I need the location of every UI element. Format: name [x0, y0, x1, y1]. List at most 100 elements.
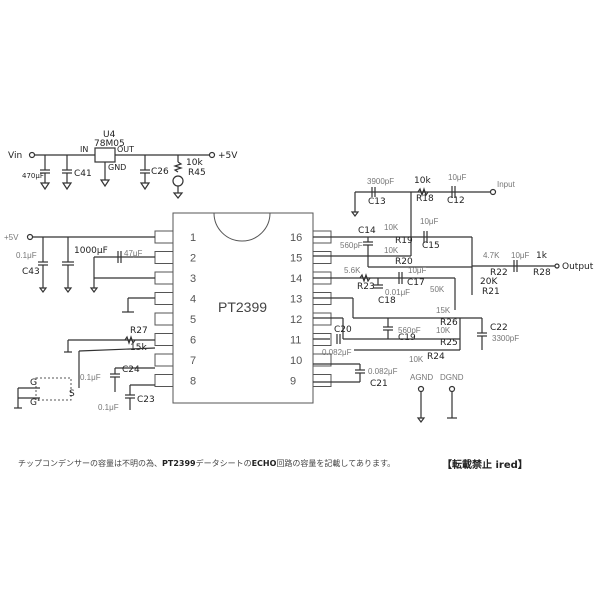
svg-text:DGND: DGND [440, 373, 464, 382]
svg-text:10μF: 10μF [511, 251, 530, 260]
chip-body [172, 212, 314, 404]
svg-text:560pF: 560pF [340, 241, 363, 250]
svg-text:C18: C18 [378, 296, 396, 306]
pin-number: 16 [290, 232, 302, 244]
led-icon [172, 175, 184, 187]
resistor-r45-led: 10k R45 [172, 155, 206, 199]
svg-text:C20: C20 [334, 325, 352, 335]
svg-text:C43: C43 [22, 267, 40, 277]
svg-text:R45: R45 [188, 168, 206, 178]
pin-number: 3 [190, 273, 196, 285]
svg-text:GND: GND [108, 163, 126, 172]
pin-number: 13 [290, 294, 302, 306]
chip-pin-15: 15 [290, 251, 332, 265]
svg-text:C12: C12 [447, 196, 465, 206]
pin-number: 5 [190, 314, 196, 326]
svg-text:C41: C41 [74, 169, 92, 179]
svg-text:R22: R22 [490, 268, 508, 278]
svg-text:10K: 10K [436, 326, 451, 335]
svg-text:15K: 15K [436, 306, 451, 315]
svg-text:10μF: 10μF [448, 173, 467, 182]
capacitor-c41: C41 [61, 155, 92, 191]
svg-text:R26: R26 [440, 318, 458, 328]
svg-text:560pF: 560pF [398, 326, 421, 335]
pin-number: 1 [190, 232, 196, 244]
svg-text:G: G [30, 378, 37, 388]
svg-text:C23: C23 [137, 395, 155, 405]
feedback-section: C14 560pF 10K R19 10K R20 10μF C15 5.6K … [313, 217, 500, 310]
clock-section: R27 15k G G' S 0.1μF C24 0.1μF C23 [14, 326, 156, 412]
regulator-section: Vin U4 78M05 IN OUT GND +5V 470μF C41 [8, 130, 238, 199]
vin-terminal [28, 151, 36, 159]
svg-text:0.1μF: 0.1μF [80, 373, 101, 382]
chip-pin-1: 1 [154, 230, 196, 244]
svg-text:10k: 10k [186, 158, 203, 168]
chip-pin-11: 11 [290, 333, 332, 347]
chip-pin-3: 3 [154, 271, 196, 285]
input-section: 3900pF C13 10k R18 10μF C12 Input [350, 173, 516, 237]
pin-number: 4 [190, 294, 196, 306]
svg-text:R19: R19 [395, 236, 413, 246]
svg-text:R23: R23 [357, 282, 375, 292]
pin-number: 12 [290, 314, 302, 326]
chip-name: PT2399 [218, 299, 267, 315]
svg-text:470μF: 470μF [22, 172, 44, 180]
pin-number: 14 [290, 273, 302, 285]
svg-text:C21: C21 [370, 379, 388, 389]
svg-text:0.082μF: 0.082μF [322, 348, 352, 357]
svg-text:G': G' [30, 398, 39, 408]
u4-part: 78M05 [94, 139, 125, 149]
svg-text:C26: C26 [151, 167, 169, 177]
svg-text:Input: Input [497, 180, 516, 189]
svg-text:R20: R20 [395, 257, 413, 267]
svg-text:C22: C22 [490, 323, 508, 333]
chip-pin-13: 13 [290, 292, 332, 306]
svg-text:10K: 10K [409, 355, 424, 364]
svg-text:0.1μF: 0.1μF [98, 403, 119, 412]
copyright-notice: 【転載禁止 ired】 [442, 460, 528, 471]
resistor-r27 [124, 335, 136, 345]
svg-text:C19: C19 [398, 333, 416, 343]
pin-number: 15 [290, 253, 302, 265]
svg-text:C14: C14 [358, 226, 376, 236]
svg-text:R21: R21 [482, 287, 500, 297]
supply-section: +5V 0.1μF C43 1000μF 47μF [4, 233, 155, 313]
svg-text:OUT: OUT [117, 145, 134, 154]
chip-pin-5: 5 [154, 312, 196, 326]
capacitor-note: チップコンデンサーの容量は不明の為、PT2399データシートのECHO回路の容量… [18, 459, 396, 468]
vin-label: Vin [8, 151, 22, 161]
svg-text:R28: R28 [533, 268, 551, 278]
svg-text:3300pF: 3300pF [492, 334, 519, 343]
chip-pin-6: 6 [154, 333, 196, 347]
svg-text:20K: 20K [480, 277, 498, 287]
filter-section: 15K R26 560pF C19 10K R25 C22 3300pF C20… [313, 297, 519, 389]
ground-terminals: AGND DGND [410, 373, 464, 423]
regulator-u4 [94, 147, 116, 163]
u4-ref: U4 [103, 130, 116, 140]
5v-terminal [208, 151, 216, 159]
chip-pin-8: 8 [154, 374, 196, 388]
svg-text:10μF: 10μF [420, 217, 439, 226]
svg-text:10μF: 10μF [408, 266, 427, 275]
svg-text:5.6K: 5.6K [344, 266, 361, 275]
svg-text:10K: 10K [384, 223, 399, 232]
svg-text:1000μF: 1000μF [74, 246, 108, 256]
svg-text:AGND: AGND [410, 373, 433, 382]
pin-number: 9 [290, 376, 296, 388]
pin-number: 2 [190, 253, 196, 265]
svg-text:0.082μF: 0.082μF [368, 367, 398, 376]
pin-number: 8 [190, 376, 196, 388]
svg-text:50K: 50K [430, 285, 445, 294]
chip-pin-12: 12 [290, 312, 332, 326]
svg-text:4.7K: 4.7K [483, 251, 500, 260]
svg-text:S: S [69, 389, 75, 399]
svg-text:47μF: 47μF [124, 249, 143, 258]
svg-text:+5V: +5V [4, 233, 19, 242]
svg-text:C15: C15 [422, 241, 440, 251]
chip-pin-7: 7 [154, 353, 196, 367]
svg-text:0.1μF: 0.1μF [16, 251, 37, 260]
chip-pin-2: 2 [154, 251, 196, 265]
svg-text:C24: C24 [122, 365, 140, 375]
pin-number: 11 [290, 335, 301, 347]
